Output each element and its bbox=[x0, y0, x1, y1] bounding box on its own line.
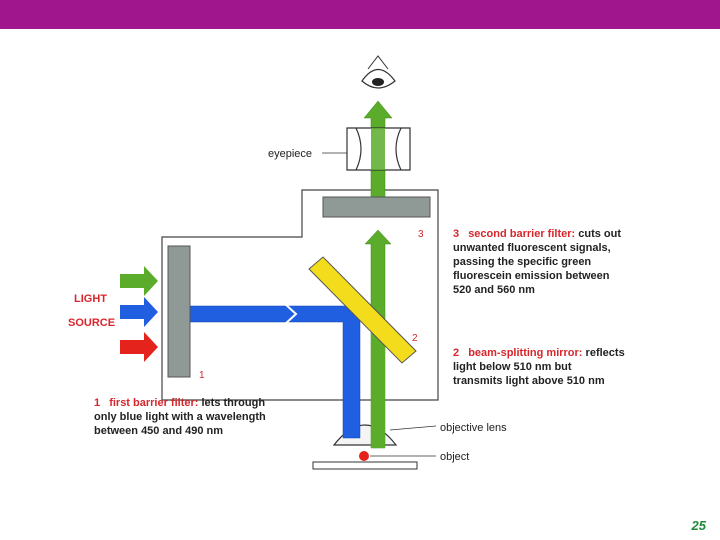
object-dot-icon bbox=[359, 451, 369, 461]
blue-input-arrow bbox=[120, 297, 158, 327]
first-barrier-filter bbox=[167, 245, 191, 378]
eyepiece-lens-icon bbox=[346, 127, 411, 171]
note2-line2: light below 510 nm but bbox=[453, 361, 572, 373]
red-input-arrow bbox=[120, 332, 158, 362]
note3-line1-rest: cuts out bbox=[578, 228, 621, 240]
note1-title: first barrier filter: bbox=[109, 397, 198, 409]
note1-line1-rest: lets through bbox=[202, 397, 266, 409]
label-source: SOURCE bbox=[68, 317, 115, 329]
note2-line3: transmits light above 510 nm bbox=[453, 375, 605, 387]
label-objective-lens: objective lens bbox=[440, 422, 507, 434]
note2-title: beam-splitting mirror: bbox=[468, 347, 582, 359]
note3-title: second barrier filter: bbox=[468, 228, 575, 240]
note-beam-splitting-mirror: 2 beam-splitting mirror: reflects light … bbox=[453, 347, 625, 387]
stage-slide bbox=[312, 461, 418, 470]
note2-line1-rest: reflects bbox=[586, 347, 625, 359]
note3-line5: 520 and 560 nm bbox=[453, 284, 535, 296]
microscope-diagram: LIGHT SOURCE eyepiece objective lens obj… bbox=[68, 55, 625, 470]
note3-line3: passing the specific green bbox=[453, 256, 591, 268]
note3-line2: unwanted fluorescent signals, bbox=[453, 242, 611, 254]
second-barrier-filter bbox=[322, 196, 431, 218]
label-light: LIGHT bbox=[74, 293, 107, 305]
marker-1: 1 bbox=[199, 370, 205, 381]
note1-line3: between 450 and 490 nm bbox=[94, 425, 223, 437]
note2-number: 2 bbox=[453, 347, 459, 359]
svg-text:3 second barrier filter:: 3 second barrier filter: cuts out bbox=[453, 228, 621, 240]
label-object: object bbox=[440, 451, 469, 463]
note-second-barrier-filter: 3 second barrier filter: cuts out unwant… bbox=[453, 228, 621, 296]
svg-text:1 first barrier filter:: 1 first barrier filter: lets through bbox=[94, 397, 265, 409]
page-number: 25 bbox=[691, 518, 706, 533]
note3-number: 3 bbox=[453, 228, 459, 240]
note1-number: 1 bbox=[94, 397, 100, 409]
eye-icon bbox=[361, 55, 396, 89]
beam-splitting-mirror bbox=[308, 256, 417, 364]
blue-beam-arrowhead bbox=[283, 302, 298, 326]
marker-2: 2 bbox=[412, 333, 418, 344]
header-bar bbox=[0, 0, 720, 29]
note-first-barrier-filter: 1 first barrier filter: lets through onl… bbox=[94, 397, 266, 437]
marker-3: 3 bbox=[418, 229, 424, 240]
objective-leader-line bbox=[389, 425, 437, 431]
note1-line2: only blue light with a wavelength bbox=[94, 411, 266, 423]
microscope-housing bbox=[161, 189, 439, 401]
note3-line4: fluorescein emission between bbox=[453, 270, 610, 282]
green-input-arrow bbox=[120, 266, 158, 296]
label-eyepiece: eyepiece bbox=[268, 148, 312, 160]
svg-text:2 beam-splitting mirror:: 2 beam-splitting mirror: reflects bbox=[453, 347, 625, 359]
